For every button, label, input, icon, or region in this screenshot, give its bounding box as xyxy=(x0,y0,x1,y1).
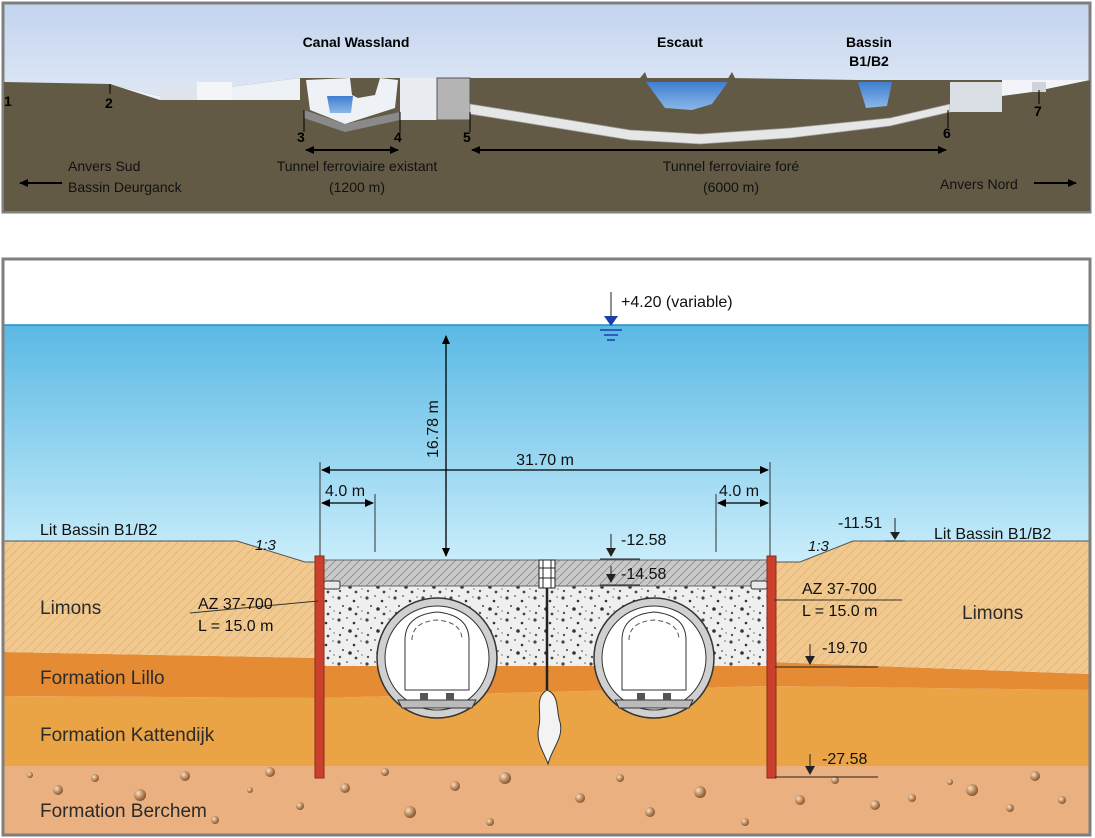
bassin-water xyxy=(858,82,892,108)
bed-line-right xyxy=(770,540,1090,563)
sheet-callout-left xyxy=(189,600,319,614)
level-marker-1151 xyxy=(885,518,905,542)
point-label-6: 6 xyxy=(943,125,951,141)
offset-left-label: 4.0 m xyxy=(325,483,365,500)
level-label-1258: -12.58 xyxy=(621,532,666,549)
point-label-7: 7 xyxy=(1034,103,1042,119)
label-bassin-line1: Bassin xyxy=(846,34,892,50)
label-bassin-line2: B1/B2 xyxy=(849,53,889,69)
lit-bassin-right: Lit Bassin B1/B2 xyxy=(934,526,1052,543)
label-canal-wassland: Canal Wassland xyxy=(303,34,410,50)
cross-section: +4.20 (variable) 16.78 m 31.70 m 4.0 m 4… xyxy=(1,257,1092,837)
profile-portal-6 xyxy=(950,82,1002,112)
tunnel-existant-name: Tunnel ferroviaire existant xyxy=(277,158,438,174)
sheet-left-line2: L = 15.0 m xyxy=(198,618,273,635)
label-escaut: Escaut xyxy=(657,34,703,50)
central-pile xyxy=(537,559,562,766)
direction-sud-line2: Bassin Deurganck xyxy=(68,179,183,195)
layer-label-berchem: Formation Berchem xyxy=(40,801,207,822)
longitudinal-profile: 1 2 3 4 5 6 7 Canal Wassland Escaut Bass… xyxy=(1,1,1092,214)
level-marker-1258 xyxy=(600,534,640,560)
escaut-water xyxy=(646,82,728,110)
bed-line-left xyxy=(3,540,320,563)
sheet-pile-right xyxy=(766,555,777,779)
tunnel-fore-length: (6000 m) xyxy=(703,179,759,195)
level-marker-2758 xyxy=(775,754,878,778)
profile-structure-3 xyxy=(400,78,437,120)
level-label-1458: -14.58 xyxy=(621,566,666,583)
berchem-pebbles xyxy=(27,767,1066,826)
sheet-right-line2: L = 15.0 m xyxy=(802,603,877,620)
profile-portal-5 xyxy=(436,77,471,121)
anchor-block-left xyxy=(323,580,341,590)
sheet-left-line1: AZ 37-700 xyxy=(198,596,273,613)
anchor-block-right xyxy=(750,580,768,590)
sheet-pile-left xyxy=(314,555,325,779)
level-label-2758: -27.58 xyxy=(822,751,867,768)
point-label-4: 4 xyxy=(394,129,402,145)
water-level-marker xyxy=(600,292,622,341)
slope-left-label: 1:3 xyxy=(255,537,277,554)
level-label-1970: -19.70 xyxy=(822,640,867,657)
profile-embankment-left xyxy=(110,78,300,100)
layer-label-limons-right: Limons xyxy=(962,603,1023,624)
width-dimension-label: 31.70 m xyxy=(516,452,574,469)
depth-dimension-label: 16.78 m xyxy=(425,400,442,458)
water-level-label: +4.20 (variable) xyxy=(621,294,733,311)
tunnel-right xyxy=(593,597,715,719)
point-label-5: 5 xyxy=(463,129,471,145)
profile-structure-7 xyxy=(1032,82,1046,92)
profile-structure-1 xyxy=(160,86,200,100)
canal-wassland-water xyxy=(327,96,353,113)
layer-limons-left xyxy=(3,541,320,658)
point-label-1: 1 xyxy=(4,93,12,109)
lit-bassin-left: Lit Bassin B1/B2 xyxy=(40,522,158,539)
point-label-2: 2 xyxy=(105,95,113,111)
profile-structure-2 xyxy=(197,82,232,100)
slope-right-label: 1:3 xyxy=(808,538,830,555)
direction-nord-label: Anvers Nord xyxy=(940,176,1018,192)
tunnel-fore-name: Tunnel ferroviaire foré xyxy=(663,158,800,174)
layer-limons-right xyxy=(770,541,1090,674)
layer-label-limons-left: Limons xyxy=(40,598,101,619)
tunnel-existant-length: (1200 m) xyxy=(329,179,385,195)
tunnel-left xyxy=(376,597,498,719)
direction-sud-line1: Anvers Sud xyxy=(68,158,140,174)
offset-right-label: 4.0 m xyxy=(719,483,759,500)
layer-label-lillo: Formation Lillo xyxy=(40,668,165,689)
sheet-right-line1: AZ 37-700 xyxy=(802,581,877,598)
level-label-1151: -11.51 xyxy=(838,515,882,532)
section-sky xyxy=(3,259,1090,325)
profile-point-markers xyxy=(109,84,1040,132)
tunnel-existant-shape xyxy=(304,110,400,132)
profile-ground xyxy=(4,78,1090,211)
section-water xyxy=(3,325,1090,565)
level-marker-1458 xyxy=(600,566,640,586)
level-marker-1970 xyxy=(775,644,878,668)
layer-label-kattendijk: Formation Kattendijk xyxy=(40,725,215,746)
section-frame xyxy=(1,257,1092,837)
point-label-3: 3 xyxy=(297,129,305,145)
